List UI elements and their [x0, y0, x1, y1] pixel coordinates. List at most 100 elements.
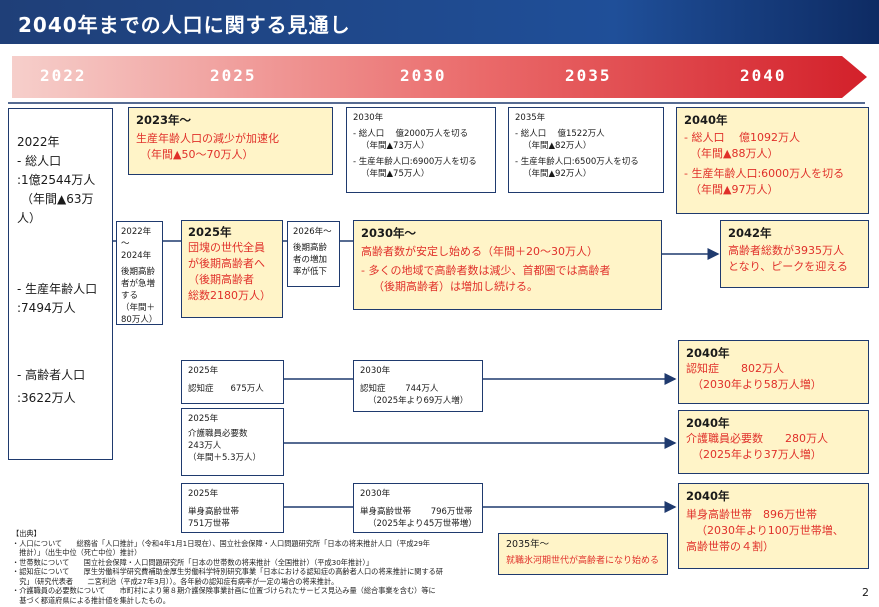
box-2040-single-line1: 単身高齢世帯 896万世帯	[686, 508, 817, 521]
box-2035-icegeneration: 2035年～ 就職氷河期世代が高齢者になり始める	[498, 533, 668, 575]
box-2040-pop-line3: - 生産年齢人口:6000万人を切る	[684, 167, 845, 180]
box-2030-dementia: 2030年 認知症 744万人 （2025年より69万人増）	[353, 360, 483, 412]
box-2030-single-line1: 単身高齢世帯 796万世帯	[360, 507, 473, 517]
box-2022-24-line4: （年間＋	[121, 303, 156, 313]
box-2023-head: 2023年～	[136, 113, 192, 127]
total-population-change-unit: 人）	[17, 211, 42, 225]
box-2030-single-head: 2030年	[360, 489, 391, 499]
footnote-line: ・介護職員の必要数について 市町村により第８期介護保険事業計画に位置づけられたサ…	[12, 586, 436, 595]
box-2030-dementia-line2: （2025年より69万人増）	[368, 396, 469, 406]
box-2035-pop-line2: （年間▲82万人）	[523, 141, 592, 151]
box-2030-elderly-line1: 高齢者数が安定し始める（年間＋20～30万人）	[361, 245, 598, 258]
box-2040-pop-line2: （年間▲88万人）	[690, 147, 779, 160]
box-2022-24-line2: 者が急増	[121, 279, 156, 289]
box-2035-ice-line1: 就職氷河期世代が高齢者になり始める	[506, 556, 660, 566]
box-2022: 2022年 - 総人口 :1億2544万人 （年間▲63万 人） - 生産年齢人…	[8, 108, 113, 460]
box-2030-dementia-line1: 認知症 744万人	[360, 384, 439, 394]
box-2030-elderly-line3: （後期高齢者）は増加し続ける。	[373, 280, 538, 293]
footnote-line: 推計）」（出生中位（死亡中位）推計）	[12, 548, 142, 557]
box-2035-population: 2035年 - 総人口 億1522万人 （年間▲82万人） - 生産年齢人口:6…	[508, 107, 664, 193]
box-2040-dementia: 2040年 認知症 802万人 （2030年より58万人増）	[678, 340, 869, 404]
total-population-label: - 総人口	[17, 154, 62, 168]
box-2040-single-line3: 高齢世帯の４割）	[686, 540, 774, 553]
box-2025-elderly: 2025年 団塊の世代全員 が後期高齢者へ （後期高齢者 総数2180万人）	[181, 220, 283, 318]
box-2030-elderly: 2030年～ 高齢者数が安定し始める（年間＋20～30万人） - 多くの地域で高…	[353, 220, 662, 310]
box-2035-pop-line4: （年間▲92万人）	[523, 169, 592, 179]
box-2030-pop-line2: （年間▲73万人）	[361, 141, 430, 151]
box-2025-elderly-head: 2025年	[188, 225, 232, 239]
box-2040-pop-line1: - 総人口 億1092万人	[684, 131, 800, 144]
box-2025-elderly-line4: 総数2180万人）	[188, 289, 271, 302]
footnote-line: 【出典】	[12, 529, 41, 538]
page-title: 2040年までの人口に関する見通し	[18, 13, 351, 37]
box-2023-line1: 生産年齢人口の減少が加速化	[136, 132, 279, 145]
box-2022-year: 2022年	[17, 135, 60, 149]
box-2040-care-line2: （2025年より37万人増）	[692, 448, 822, 461]
box-2030-pop-line3: - 生産年齢人口:6900万人を切る	[353, 157, 477, 167]
box-2026-line1: 後期高齢	[293, 243, 328, 253]
footnote-line: 基づく都道府県による推計値を集計したもの。	[12, 595, 170, 605]
box-2040-dementia-line2: （2030年より58万人増）	[692, 378, 822, 391]
box-2030-pop-line4: （年間▲75万人）	[361, 169, 430, 179]
working-age-label: - 生産年齢人口	[17, 282, 98, 296]
box-2030-pop-line1: - 総人口 億2000万人を切る	[353, 129, 469, 139]
box-2035-ice-head: 2035年～	[506, 539, 550, 550]
box-2025-elderly-line1: 団塊の世代全員	[188, 241, 265, 254]
footnote-line: ・人口について 総務省「人口推計」（令和4年1月1日現在）、国立社会保障・人口問…	[12, 538, 430, 548]
box-2022-24-head2: 2024年	[121, 251, 152, 261]
box-2042: 2042年 高齢者総数が3935万人 となり、ピークを迎える	[720, 220, 869, 288]
timeline-year-2030: 2030	[400, 66, 447, 85]
footnote-line: ・世帯数について 国立社会保障・人口問題研究所「日本の世帯数の将来推計（全国推計…	[12, 557, 374, 567]
timeline-band	[12, 56, 867, 98]
box-2025-single-head: 2025年	[188, 489, 219, 499]
box-2023: 2023年～ 生産年齢人口の減少が加速化 （年間▲50～70万人）	[128, 107, 333, 175]
timeline-year-2040: 2040	[740, 66, 787, 85]
box-2025-care-head: 2025年	[188, 414, 219, 424]
box-2025-care-line1: 介護職員必要数	[188, 429, 248, 439]
elderly-value: :3622万人	[17, 391, 76, 405]
box-2030-elderly-line2: - 多くの地域で高齢者数は減少、首都圏では高齢者	[361, 264, 611, 277]
box-2035-pop-line1: - 総人口 億1522万人	[515, 129, 605, 139]
box-2025-dementia: 2025年 認知症 675万人	[181, 360, 284, 404]
box-2026: 2026年～ 後期高齢 者の増加 率が低下	[287, 221, 340, 287]
box-2026-line3: 率が低下	[293, 267, 328, 277]
box-2030-single: 2030年 単身高齢世帯 796万世帯 （2025年より45万世帯増）	[353, 483, 483, 533]
title-bar: 2040年までの人口に関する見通し	[0, 0, 879, 44]
working-age-value: :7494万人	[17, 301, 76, 315]
total-population-value: :1億2544万人	[17, 173, 96, 187]
box-2026-head: 2026年～	[293, 227, 332, 237]
page-number: 2	[862, 586, 869, 599]
box-2040-care-line1: 介護職員必要数 280万人	[686, 432, 828, 445]
box-2040-single-head: 2040年	[686, 489, 730, 503]
footnote-sources: 【出典】 ・人口について 総務省「人口推計」（令和4年1月1日現在）、国立社会保…	[12, 529, 492, 605]
box-2025-care-line3: （年間＋5.3万人）	[188, 453, 262, 463]
box-2040-care: 2040年 介護職員必要数 280万人 （2025年より37万人増）	[678, 410, 869, 474]
elderly-label: - 高齢者人口	[17, 368, 86, 382]
box-2040-single-line2: （2030年より100万世帯増、	[696, 524, 844, 537]
box-2025-dementia-head: 2025年	[188, 366, 219, 376]
box-2040-population: 2040年 - 総人口 億1092万人 （年間▲88万人） - 生産年齢人口:6…	[676, 107, 869, 214]
box-2042-line2: となり、ピークを迎える	[728, 260, 848, 273]
box-2022-24-line5: 80万人）	[121, 315, 158, 325]
box-2030-elderly-head: 2030年～	[361, 226, 417, 240]
box-2025-care: 2025年 介護職員必要数 243万人 （年間＋5.3万人）	[181, 408, 284, 476]
box-2030-single-line2: （2025年より45万世帯増）	[368, 519, 477, 529]
footnote-line: 究」（研究代表者 二宮利治（平成27年3月））。各年齢の認知症有病率が一定の場合…	[12, 576, 339, 586]
timeline-year-2025: 2025	[210, 66, 257, 85]
box-2022-2024: 2022年～ 2024年 後期高齢 者が急増 する （年間＋ 80万人）	[116, 221, 163, 325]
box-2025-elderly-line3: （後期高齢者	[188, 273, 254, 286]
total-population-change: （年間▲63万	[21, 192, 94, 206]
timeline-year-2035: 2035	[565, 66, 612, 85]
box-2040-dementia-line1: 認知症 802万人	[686, 362, 784, 375]
box-2025-single-line1: 単身高齢世帯	[188, 507, 240, 517]
box-2025-dementia-line1: 認知症 675万人	[188, 384, 264, 394]
timeline-year-2022: 2022	[40, 66, 87, 85]
box-2042-head: 2042年	[728, 226, 772, 240]
box-2040-pop-line4: （年間▲97万人）	[690, 183, 779, 196]
box-2042-line1: 高齢者総数が3935万人	[728, 244, 844, 257]
box-2040-dementia-head: 2040年	[686, 346, 730, 360]
box-2030-population: 2030年 - 総人口 億2000万人を切る （年間▲73万人） - 生産年齢人…	[346, 107, 496, 193]
box-2022-24-head1: 2022年～	[121, 227, 152, 249]
box-2025-care-line2: 243万人	[188, 441, 222, 451]
box-2022-24-line3: する	[121, 291, 139, 301]
